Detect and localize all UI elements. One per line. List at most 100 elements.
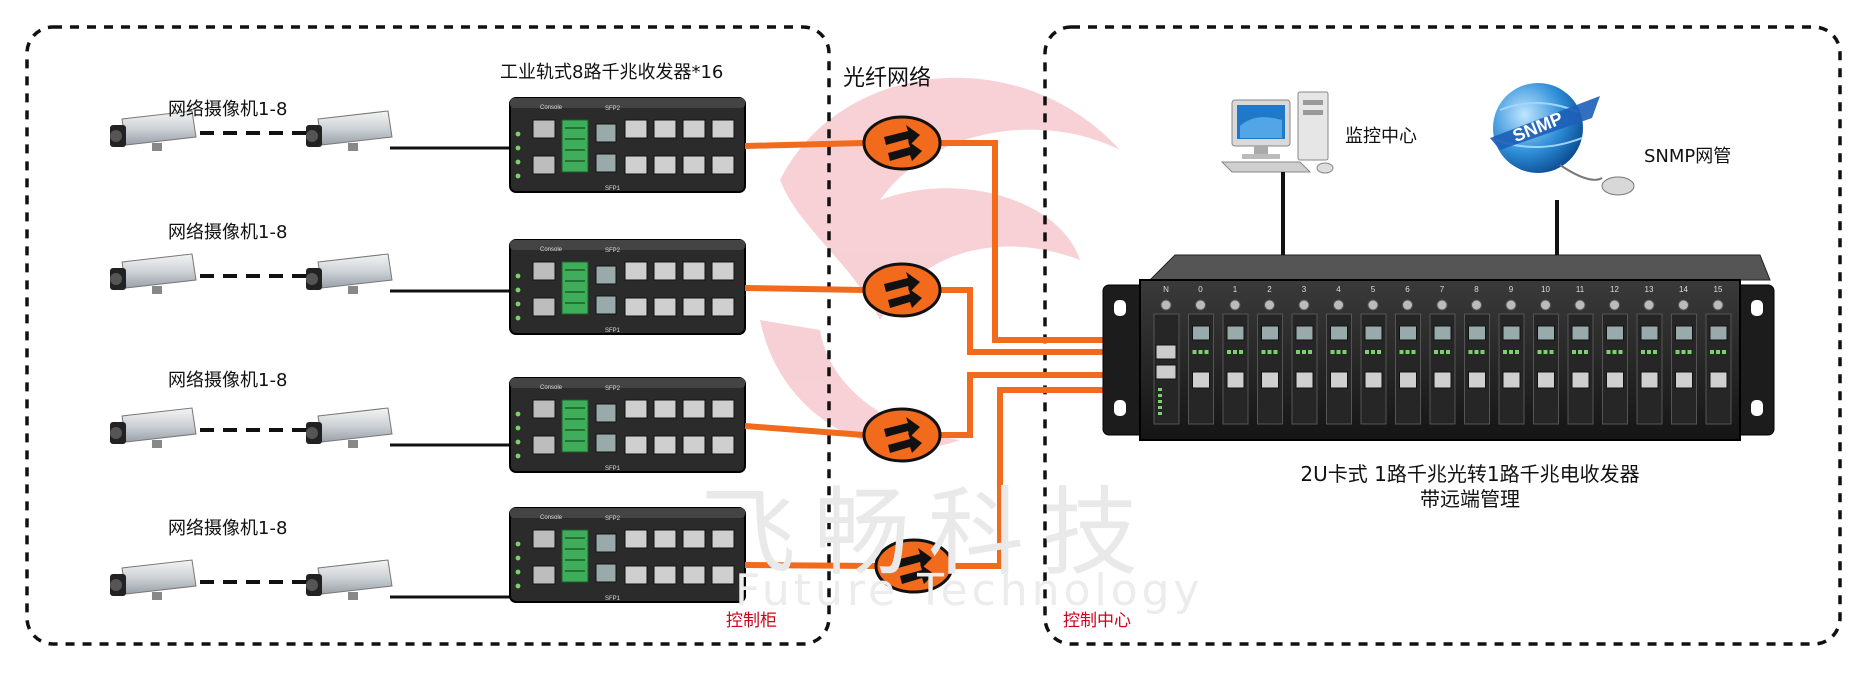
chassis-slot: 9 (1498, 285, 1525, 425)
slot-number: 14 (1679, 285, 1688, 294)
switch-led (515, 315, 521, 321)
fiber-cable (744, 140, 865, 149)
fiber-node (862, 115, 942, 171)
camera-row (110, 407, 510, 448)
slot-number: 3 (1302, 285, 1307, 294)
slot-led (1612, 350, 1617, 354)
slot-screw (1436, 299, 1448, 311)
switch-console-port (532, 119, 556, 139)
slot-screw (1367, 299, 1379, 311)
snmp-globe-icon: SNMP (1490, 83, 1635, 196)
slot-screw (1195, 299, 1206, 311)
switch-sfp1-label: SFP1 (605, 596, 621, 602)
camera-body (317, 559, 393, 595)
fiber-node-arrow (884, 272, 920, 292)
switch-rj45-port (653, 155, 677, 175)
slot-led (1537, 350, 1542, 354)
slot-led (1365, 350, 1369, 354)
switch-sfp-port (595, 563, 617, 583)
switch-led (515, 173, 521, 179)
fiber-cable (744, 423, 865, 438)
switch-rj45-port (682, 155, 706, 175)
switch-rj45-port (532, 435, 556, 455)
slot-led (1578, 350, 1582, 354)
slot-led (1377, 350, 1381, 354)
chassis-slot: 5 (1360, 285, 1387, 425)
slot-led (1273, 350, 1278, 354)
chassis-slot: 12 (1602, 285, 1628, 425)
switch-sfp-port (595, 295, 617, 315)
slot-sfp-port (1261, 325, 1279, 341)
chassis-slot: 1 (1222, 285, 1249, 425)
slot-led (1302, 350, 1306, 354)
switch-led (515, 541, 521, 547)
slot-screw (1471, 299, 1482, 311)
switch-led (515, 439, 521, 445)
slot-led (1584, 350, 1588, 354)
chassis-slot: 10 (1533, 285, 1559, 425)
camera-mount (152, 286, 162, 294)
switch-top-edge (510, 378, 745, 388)
fiber-node-arrow (888, 288, 922, 308)
mgmt-led (1158, 400, 1162, 403)
switch-rj45-port (711, 399, 735, 419)
slot-number: 10 (1541, 285, 1550, 294)
chassis-slot: 0 (1188, 285, 1214, 425)
slot-led (1336, 350, 1341, 354)
slot-led (1434, 350, 1438, 354)
mgmt-led (1158, 412, 1162, 415)
ip-camera-icon (306, 559, 393, 600)
switch-rj45-port (624, 155, 648, 175)
slot-rj45-port (1606, 371, 1624, 389)
slot-sfp-port (1192, 325, 1210, 341)
chassis-slot: 11 (1567, 285, 1594, 425)
switch-rj45-port (624, 297, 648, 317)
switch-rj45-port (653, 399, 677, 419)
camera-row (110, 559, 510, 600)
slot-screw (1505, 299, 1517, 311)
chassis-caption-line1: 2U卡式 1路千兆光转1路千兆电收发器 (1300, 462, 1640, 486)
switch-sfp-port (595, 153, 617, 173)
switch-led (515, 583, 521, 589)
slot-led (1261, 350, 1266, 354)
switch-led (515, 569, 521, 575)
chassis-slot: 14 (1671, 285, 1697, 425)
switch-rj45-port (624, 529, 648, 549)
fiber-node-arrow (896, 548, 932, 568)
mgmt-led (1158, 394, 1162, 397)
slot-screw (1402, 299, 1413, 311)
control-cabinet-zone (25, 25, 831, 646)
camera-group-label-2: 网络摄像机1-8 (168, 222, 288, 243)
camera-mount (348, 440, 358, 448)
watermark-logo (760, 77, 1120, 449)
slot-led (1267, 350, 1272, 354)
slot-led (1515, 350, 1519, 354)
chassis-slot: 6 (1395, 285, 1421, 425)
switch-rj45-port (682, 435, 706, 455)
camera-lens-glass (306, 273, 318, 285)
ip-camera-icon (110, 110, 197, 151)
switch-led (515, 453, 521, 459)
slot-led (1687, 350, 1692, 354)
camera-row (110, 253, 510, 294)
slot-screw (1264, 299, 1275, 311)
slot-led (1296, 350, 1300, 354)
slot-number: 1 (1233, 285, 1238, 294)
fiber-cable (744, 285, 865, 293)
camera-rows (110, 110, 510, 600)
fiber-link (744, 262, 1108, 355)
fiber-node (862, 407, 942, 463)
slot-sfp-port (1399, 325, 1417, 341)
slot-screw (1574, 299, 1586, 311)
mgmt-led (1158, 388, 1162, 391)
slot-number: 2 (1267, 285, 1272, 294)
camera-mount (348, 592, 358, 600)
slot-led (1509, 350, 1513, 354)
slot-rj45-port (1468, 371, 1486, 389)
slot-rj45-port (1295, 371, 1314, 389)
mgmt-led (1158, 406, 1162, 409)
switch-body (509, 239, 746, 335)
slot-led (1192, 350, 1197, 354)
slot-led (1468, 350, 1473, 354)
